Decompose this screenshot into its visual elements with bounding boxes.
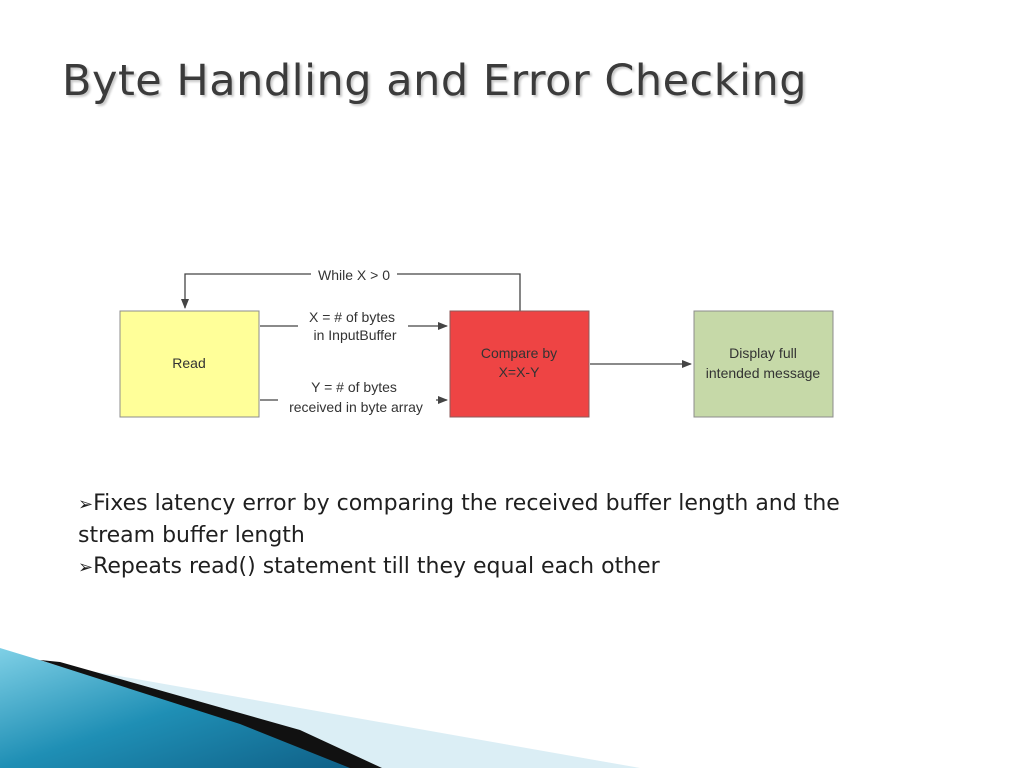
edge-y-label-line-2: received in byte array <box>289 399 423 415</box>
node-read-box <box>119 310 260 418</box>
bullet-list: ➢Fixes latency error by comparing the re… <box>78 488 918 583</box>
bullet-arrow-icon: ➢ <box>78 494 94 515</box>
edge-loop-label: While X > 0 <box>318 267 390 283</box>
bullet-item: ➢Repeats read() statement till they equa… <box>78 551 918 583</box>
bullet-text: Repeats read() statement till they equal… <box>93 554 660 579</box>
node-display-box <box>693 310 834 418</box>
node-compare-label-line-1: Compare by <box>481 345 557 361</box>
node-compare-box <box>449 310 590 418</box>
node-read: Read <box>119 310 260 418</box>
node-read-label: Read <box>172 355 205 371</box>
node-display-label-line-1: Display full <box>729 345 797 361</box>
node-compare-label-line-2: X=X-Y <box>499 364 541 380</box>
edge-y-label-line-1: Y = # of bytes <box>311 379 397 395</box>
bullet-item: ➢Fixes latency error by comparing the re… <box>78 488 918 551</box>
edge-loop-label-bg <box>311 265 397 283</box>
node-display-label-line-2: intended message <box>706 365 821 381</box>
decor-black-stripe <box>40 660 382 768</box>
edge-x-label-bg <box>298 307 408 345</box>
slide-title: Byte Handling and Error Checking <box>62 56 808 106</box>
edge-x-label-line-2: in InputBuffer <box>313 327 396 343</box>
edge-x-label-line-1: X = # of bytes <box>309 309 395 325</box>
bullet-text: Fixes latency error by comparing the rec… <box>78 491 840 548</box>
edge-y-label-bg <box>278 378 436 418</box>
decor-blue-swoosh <box>0 648 360 768</box>
bullet-arrow-icon: ➢ <box>78 557 94 578</box>
node-compare: Compare by X=X-Y <box>449 310 590 418</box>
node-display: Display full intended message <box>693 310 834 418</box>
